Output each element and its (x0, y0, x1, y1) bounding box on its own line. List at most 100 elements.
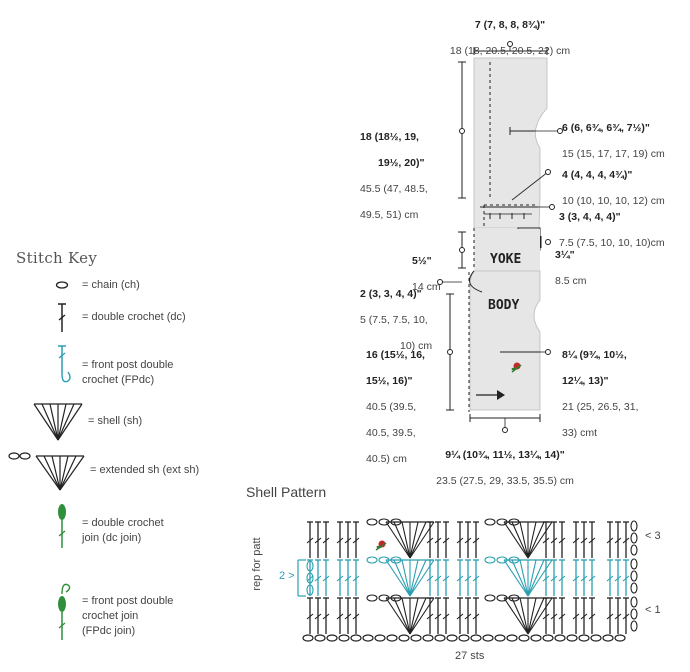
row1-dc-bar (314, 613, 322, 620)
row3-shell-spoke (401, 521, 411, 559)
row1-dc-bar (322, 613, 330, 620)
row1-shell-spoke (527, 597, 545, 635)
body-side-label: 2 (3, 3, 4, 4)" 5 (7.5, 7.5, 10, 10) cm (360, 288, 433, 352)
chart-chain-stitch (578, 634, 590, 642)
key-label-dc: = double crochet (dc) (82, 311, 186, 323)
row1-dc-bar (426, 613, 434, 620)
row3-dc-bar (572, 537, 580, 544)
yoke-height-label: 18 (18½, 19, 19½, 20)" 45.5 (47, 48.5, 4… (360, 131, 428, 221)
chart-chain-stitch (410, 634, 422, 642)
chart-chain-stitch (314, 634, 326, 642)
row3-dc-bar (434, 537, 442, 544)
row2-shell-spoke (385, 559, 411, 597)
chart-chain-stitch (350, 634, 362, 642)
chart-chain-stitch (566, 634, 578, 642)
chart-chain-stitch (506, 634, 518, 642)
row2-shell-spoke (393, 559, 411, 597)
turning-chain (630, 570, 638, 582)
neck-width-label: 3 (3, 4, 4, 4)" 7.5 (7.5, 10, 10, 10)cm (559, 211, 665, 249)
row2-shell-spoke (527, 559, 545, 597)
armhole-label: 4 (4, 4, 4, 4¾)" 10 (10, 10, 10, 12) cm (562, 169, 665, 207)
row3-dc-bar (614, 537, 622, 544)
row1-dc-bar (442, 613, 450, 620)
row2-shell-spoke (511, 559, 529, 597)
turning-chain (630, 532, 638, 544)
row1-chain-gap (366, 594, 378, 602)
row3-dc-bar (456, 537, 464, 544)
turning-chain (630, 520, 638, 532)
row1-shell-spoke (503, 597, 529, 635)
turning-chain-rep (306, 572, 314, 584)
row3-dc-bar (558, 537, 566, 544)
ext-shell-icon (8, 452, 85, 491)
row2-shell-spoke (527, 559, 537, 597)
rep-label-wrap: rep for patt (248, 522, 264, 612)
row2-fpdc-bar (614, 575, 622, 582)
row1-shell-spoke (409, 597, 427, 635)
chart-chain-stitch (542, 634, 554, 642)
row3-dc-bar (588, 537, 596, 544)
shoulder-width-label: 6 (6, 6¾, 6¾, 7½)" 15 (15, 17, 17, 19) c… (562, 122, 665, 160)
row2-fpdc-bar (336, 575, 344, 582)
key-label-fpdc-join: = front post double crochet join (FPdc j… (82, 595, 174, 637)
row2-fpdc-bar (464, 575, 472, 582)
row1-dc-bar (588, 613, 596, 620)
row1-dc-bar (456, 613, 464, 620)
stitch-count-label: 27 sts (455, 650, 485, 662)
rep-label: rep for patt (251, 537, 263, 591)
row3-shell-spoke (527, 521, 537, 559)
row3-dc-bar (622, 537, 630, 544)
row2-chain-gap (484, 556, 496, 564)
row1-dc-bar (606, 613, 614, 620)
row1-dc-bar (622, 613, 630, 620)
row2-shell-spoke (409, 559, 419, 597)
turning-chain (630, 620, 638, 632)
row3-shell-spoke (409, 521, 427, 559)
row3-dc-bar (550, 537, 558, 544)
row2-shell-spoke (503, 559, 529, 597)
shell-icon (33, 403, 83, 441)
row2-fpdc-bar (352, 575, 360, 582)
row2-fpdc-bar (606, 575, 614, 582)
row3-dc-bar (472, 537, 480, 544)
row2-fpdc-bar (572, 575, 580, 582)
chart-chain-stitch (434, 634, 446, 642)
key-label-fpdc: = front post double crochet (FPdc) (82, 359, 174, 386)
row3-dc-bar (322, 537, 330, 544)
row3-dc-bar (442, 537, 450, 544)
row3-shell-spoke (519, 521, 529, 559)
row-label-3: < 3 (645, 530, 661, 542)
row1-shell-spoke (385, 597, 411, 635)
row1-dc-bar (572, 613, 580, 620)
row2-fpdc-bar (542, 575, 550, 582)
row1-dc-bar (352, 613, 360, 620)
row2-chain-gap (366, 556, 378, 564)
chart-chain-stitch (338, 634, 350, 642)
key-label-ext-shell: = extended sh (ext sh) (90, 464, 200, 476)
row2-fpdc-bar (580, 575, 588, 582)
row2-chain-gap (390, 556, 402, 564)
yoke-depth-label: 5½" 14 cm (412, 255, 441, 293)
chart-chain-stitch (326, 634, 338, 642)
body-panel (469, 270, 541, 411)
rose-marker-chart (375, 540, 387, 551)
chart-chain-stitch (374, 634, 386, 642)
chart-chain-stitch (362, 634, 374, 642)
body-side-curve (469, 270, 483, 293)
chart-chain-stitch (530, 634, 542, 642)
row2-chain-gap (508, 556, 520, 564)
yoke-panel (473, 57, 548, 229)
row3-dc-bar (344, 537, 352, 544)
row1-shell-spoke (527, 597, 553, 635)
chart-chain-stitch (518, 634, 530, 642)
row3-dc-bar (314, 537, 322, 544)
row1-shell-spoke (401, 597, 411, 635)
row3-dc-bar (352, 537, 360, 544)
chart-chain-stitch (470, 634, 482, 642)
chart-chain-stitch (446, 634, 458, 642)
row2-fpdc-bar (558, 575, 566, 582)
key-label-dc-join: = double crochet join (dc join) (82, 517, 164, 544)
